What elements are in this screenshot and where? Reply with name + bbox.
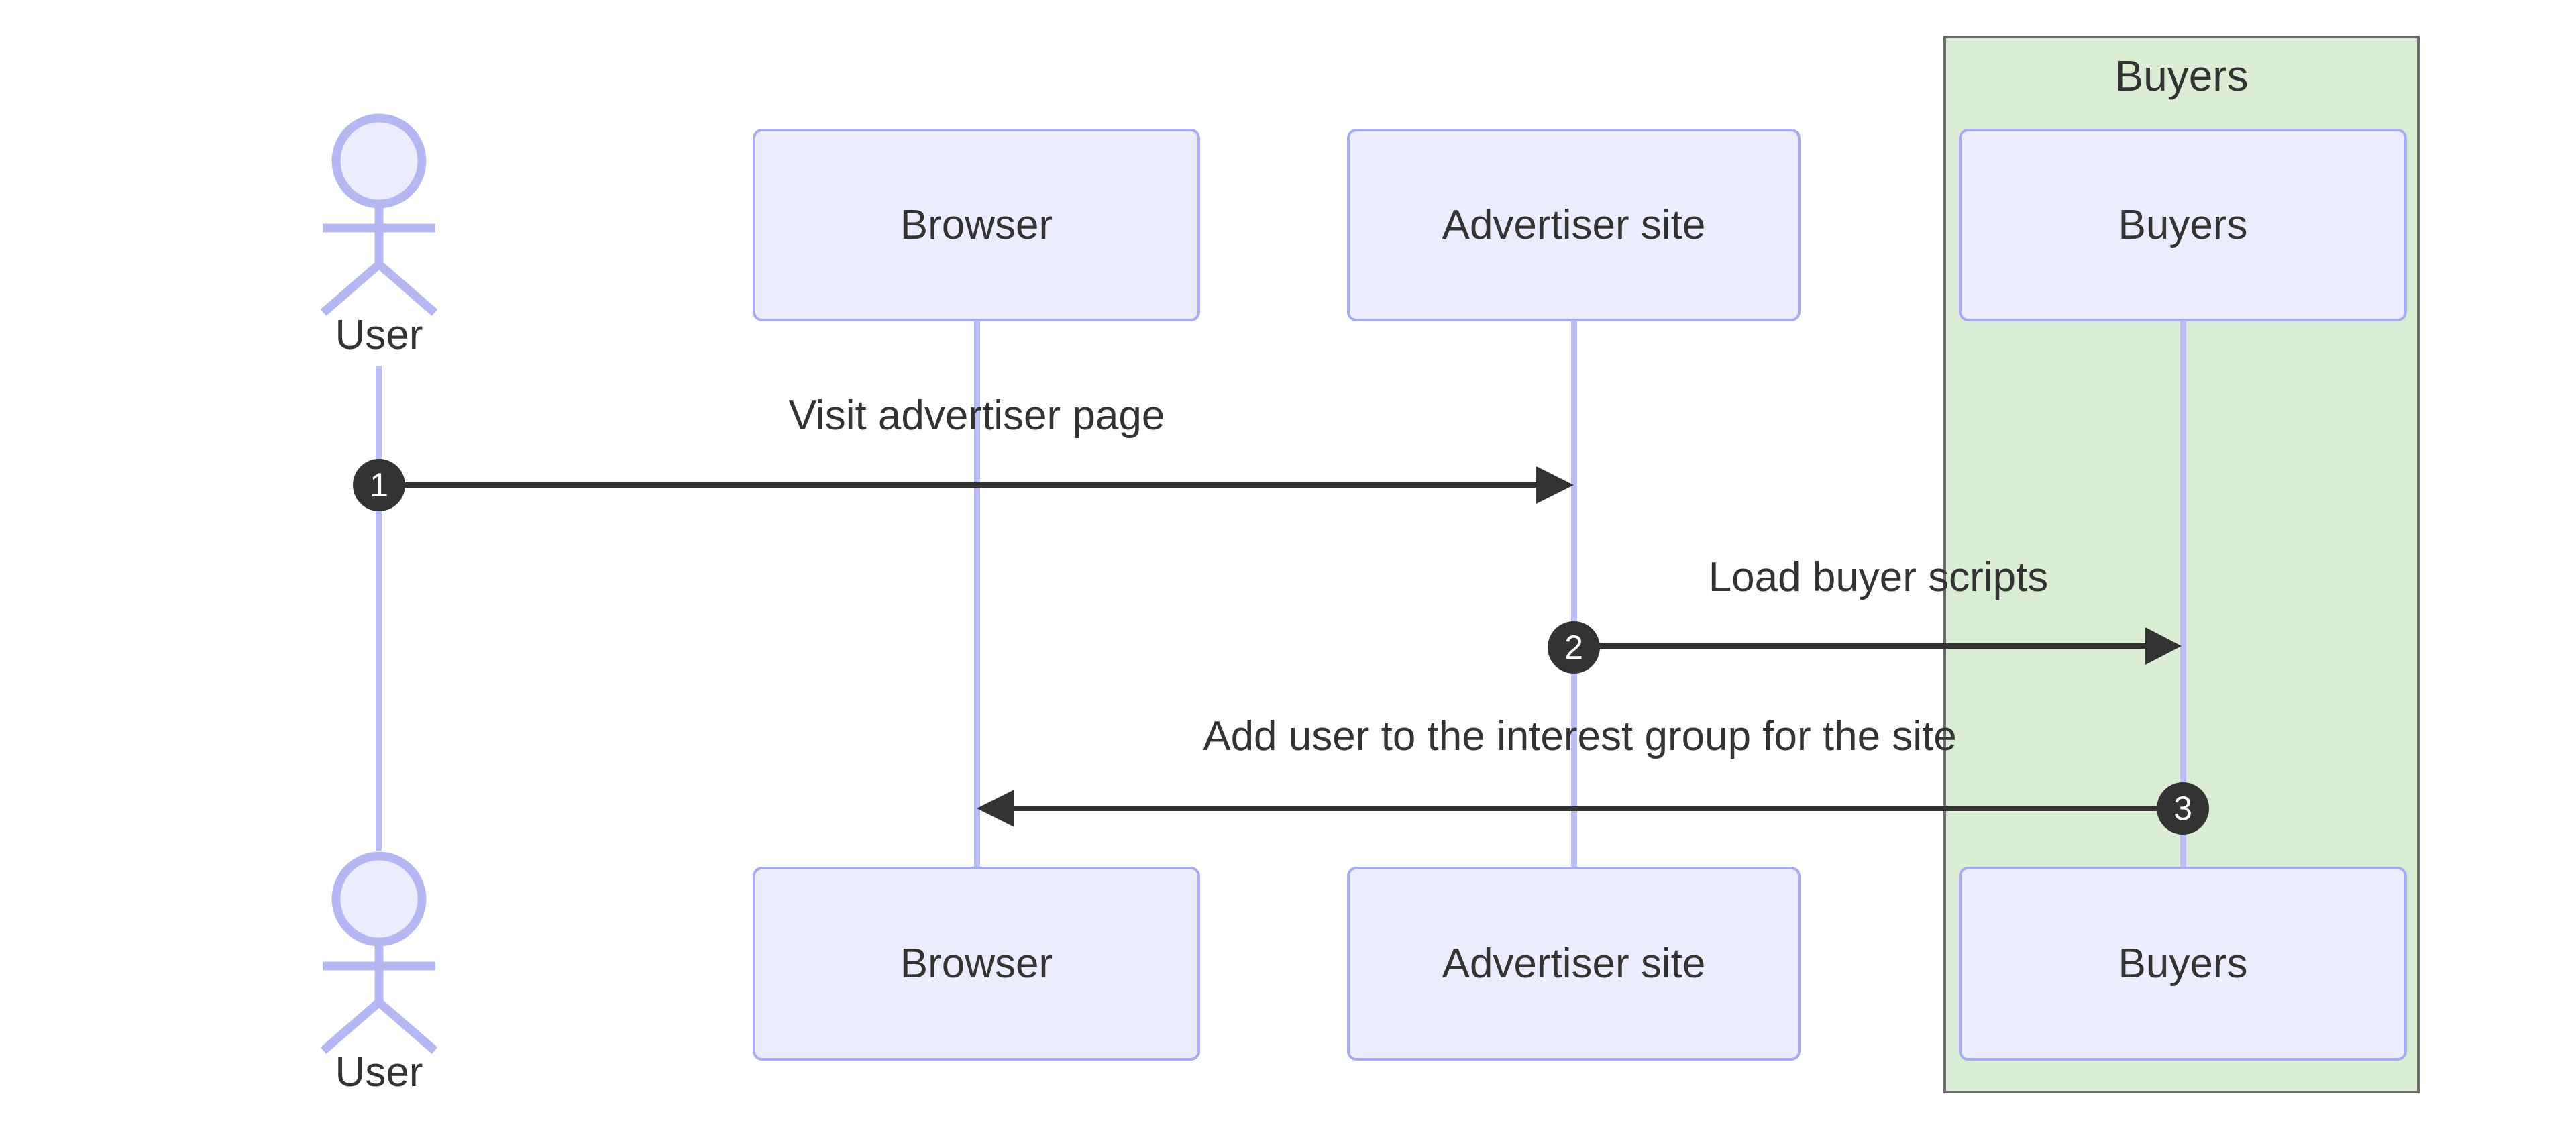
- arrowhead-right-icon: [2145, 627, 2182, 665]
- sequence-number-badge-3: 3: [2157, 782, 2209, 835]
- participant-advertiser-site-top: Advertiser site: [1347, 129, 1801, 321]
- arrowhead-right-icon: [1536, 466, 1574, 504]
- participant-label: Browser: [900, 941, 1053, 987]
- message-arrow-2: [1574, 627, 2182, 665]
- participant-label: Browser: [900, 202, 1053, 248]
- participant-label: Buyers: [2118, 941, 2248, 987]
- actor-label-user-top: User: [335, 312, 423, 358]
- lifeline-user: [376, 366, 382, 851]
- lifeline-browser: [974, 321, 980, 867]
- message-arrow-1: [379, 466, 1574, 504]
- lifeline-buyers: [2180, 321, 2186, 867]
- participant-buyers-bottom: Buyers: [1959, 867, 2407, 1061]
- sequence-number-badge-2: 2: [1548, 621, 1600, 674]
- user-actor-icon: [320, 851, 438, 1054]
- arrowhead-left-icon: [977, 790, 1014, 827]
- participant-label: Buyers: [2118, 202, 2248, 248]
- message-label-2: Load buyer scripts: [1708, 554, 2049, 600]
- message-label-1: Visit advertiser page: [788, 392, 1165, 439]
- sequence-number-badge-1: 1: [353, 459, 405, 511]
- actor-label-user-bottom: User: [335, 1049, 423, 1095]
- participant-buyers-top: Buyers: [1959, 129, 2407, 321]
- participant-advertiser-site-bottom: Advertiser site: [1347, 867, 1801, 1061]
- lifeline-advertiser: [1571, 321, 1577, 867]
- participant-browser-bottom: Browser: [753, 867, 1200, 1061]
- user-actor-icon: [320, 113, 438, 316]
- message-arrow-3: [977, 790, 2183, 827]
- buyers-group-title: Buyers: [2114, 52, 2249, 100]
- message-label-3: Add user to the interest group for the s…: [1203, 713, 1957, 759]
- participant-label: Advertiser site: [1442, 941, 1706, 987]
- participant-browser-top: Browser: [753, 129, 1200, 321]
- participant-label: Advertiser site: [1442, 202, 1706, 248]
